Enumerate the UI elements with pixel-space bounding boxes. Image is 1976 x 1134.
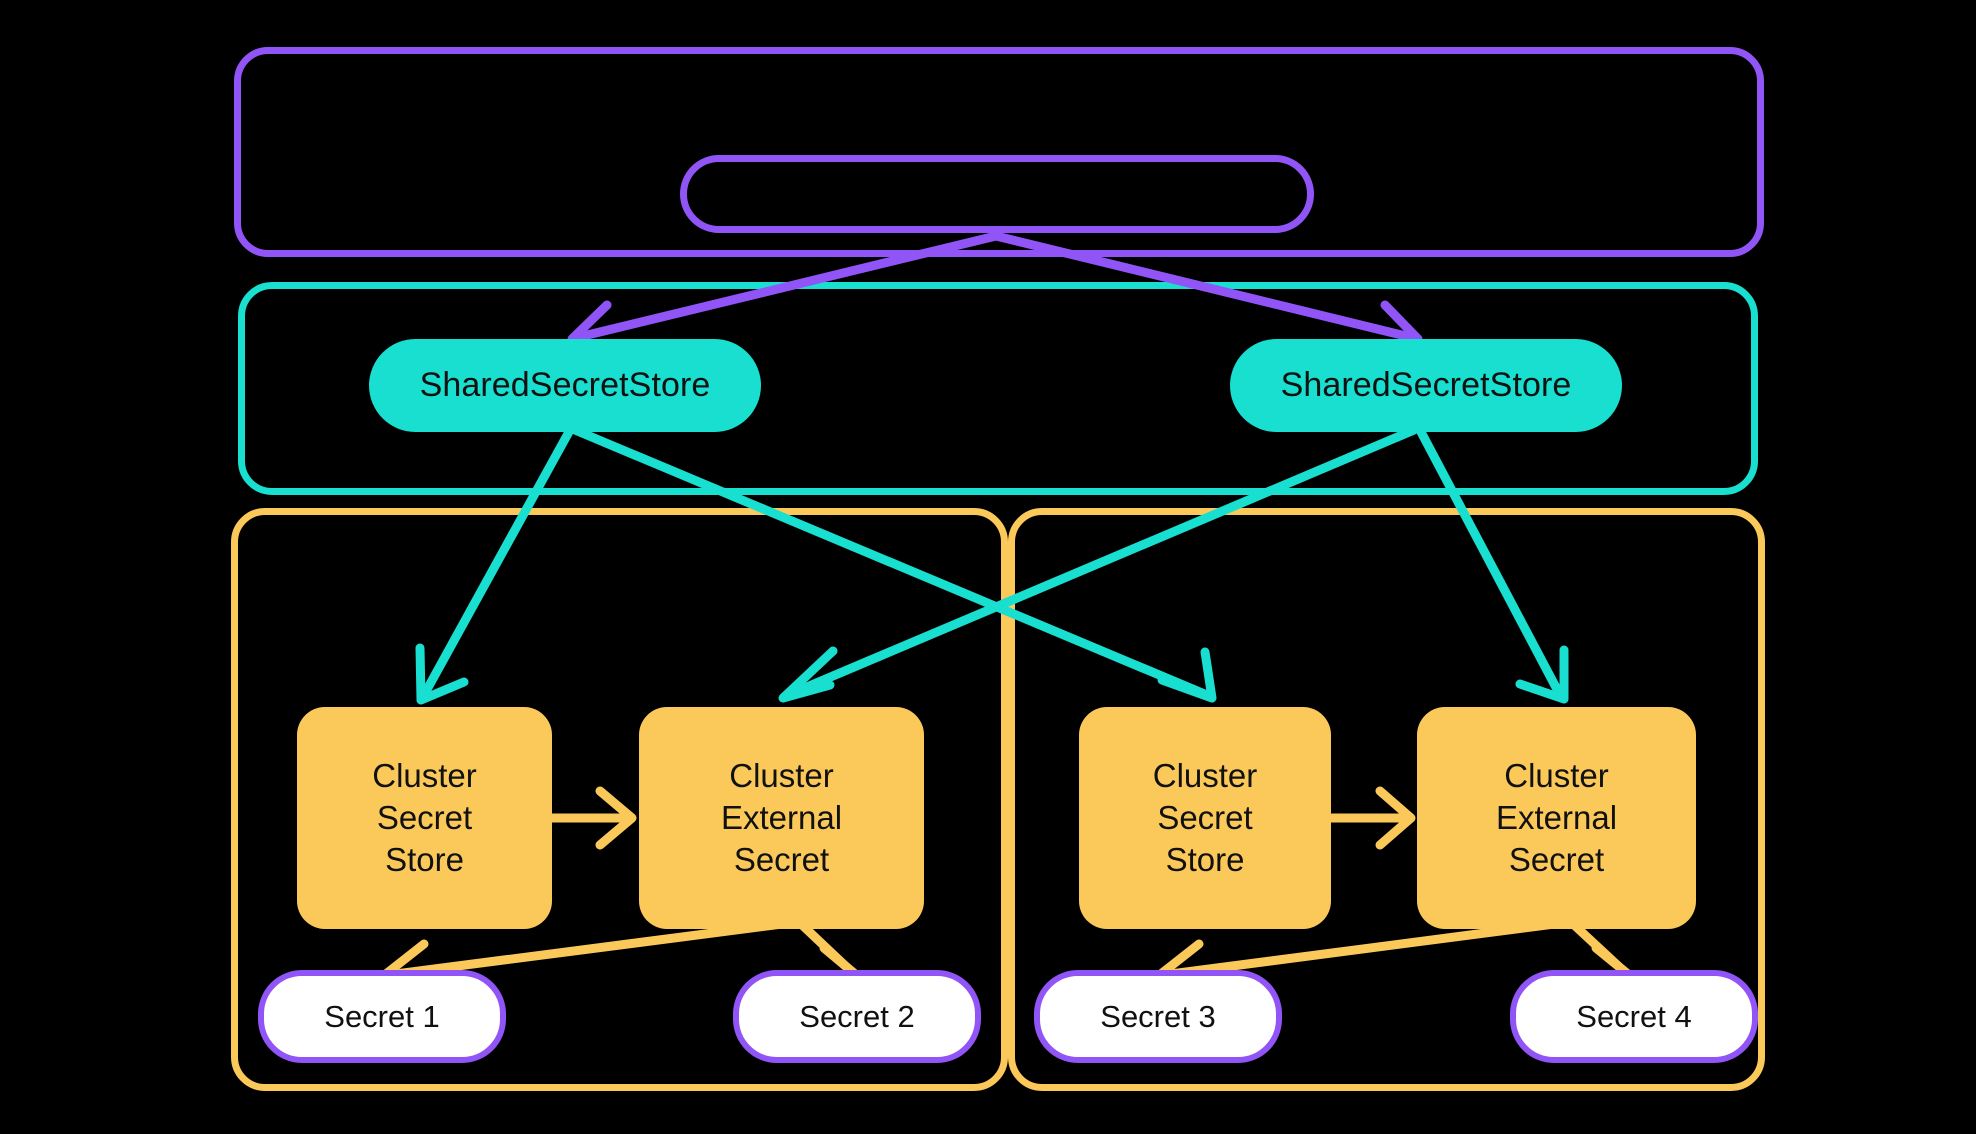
node-shared-secret-store-right[interactable]: SharedSecretStore — [1230, 339, 1622, 432]
node-shared-secret-store-left[interactable]: SharedSecretStore — [369, 339, 761, 432]
node-secret-4[interactable]: Secret 4 — [1510, 970, 1758, 1063]
node-secret-1[interactable]: Secret 1 — [258, 970, 506, 1063]
node-cluster-external-secret-left[interactable]: Cluster External Secret — [639, 707, 924, 929]
node-cluster-secret-store-right[interactable]: Cluster Secret Store — [1079, 707, 1331, 929]
node-secret-3[interactable]: Secret 3 — [1034, 970, 1282, 1063]
node-cluster-secret-store-left[interactable]: Cluster Secret Store — [297, 707, 552, 929]
node-cluster-external-secret-right[interactable]: Cluster External Secret — [1417, 707, 1696, 929]
inner-purple-box — [680, 155, 1314, 233]
node-secret-2[interactable]: Secret 2 — [733, 970, 981, 1063]
